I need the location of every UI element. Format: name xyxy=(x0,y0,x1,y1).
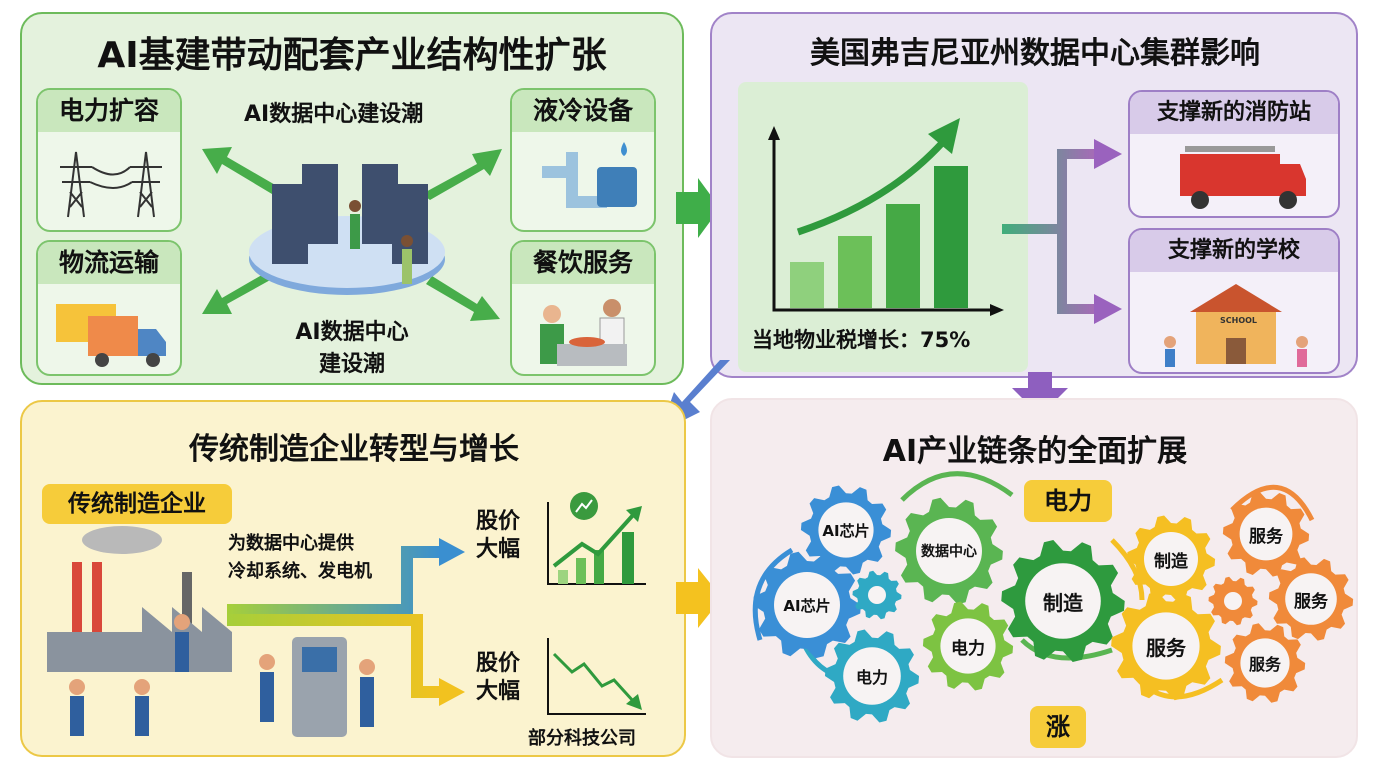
gear-icon xyxy=(852,570,902,620)
gear-ai-chip-1: AI芯片 xyxy=(800,484,892,576)
gear-ai-chip-2: AI芯片 xyxy=(752,550,862,660)
bar-3 xyxy=(886,204,920,308)
card-fire-station: 支撑新的消防站 xyxy=(1128,90,1340,218)
bar-4 xyxy=(934,166,968,308)
machine-worker-icon xyxy=(259,637,375,737)
split-arrows-icon xyxy=(227,538,465,706)
gear-service-3: 服务 xyxy=(1224,622,1306,704)
arrow-right-yellow-icon xyxy=(676,568,722,628)
server-racks-icon xyxy=(272,164,428,264)
tax-chart: 当地物业税增长：75% xyxy=(738,82,1028,372)
gear-icon xyxy=(1126,515,1216,603)
gear-manufacturing-center: 制造 xyxy=(1000,538,1126,664)
data-center-illustration xyxy=(202,147,502,321)
gear-small-orange xyxy=(1208,576,1258,626)
center-label-bottom-line2: 建设潮 xyxy=(318,352,385,377)
supply-description: 为数据中心提供 冷却系统、发电机 xyxy=(228,530,372,586)
stock-down-line2: 大幅 xyxy=(476,679,521,704)
power-tower-icon xyxy=(60,151,162,218)
factory-icon xyxy=(47,526,232,736)
traditional-enterprise-tag: 传统制造企业 xyxy=(42,484,232,524)
tax-growth-caption: 当地物业税增长：75% xyxy=(752,328,971,352)
card-catering: 餐饮服务 xyxy=(510,240,656,376)
gear-power-green: 电力 xyxy=(922,600,1014,692)
center-label-bottom-line1: AI数据中心 xyxy=(295,320,409,345)
stock-down-line1: 股价 xyxy=(476,651,521,676)
gear-power-teal: 电力 xyxy=(824,628,920,724)
card-label: 液冷设备 xyxy=(512,90,654,132)
truck-icon xyxy=(56,304,166,367)
card-label: 物流运输 xyxy=(38,242,180,284)
arrow-down-purple-icon xyxy=(1012,372,1068,416)
manufacturing-panel: 传统制造企业转型与增长 传统制造企业 为数据中心提供 冷却系统、发电机 股价 大… xyxy=(20,400,686,757)
tech-companies-caption: 部分科技公司 xyxy=(528,728,636,749)
gear-service-1: 服务 xyxy=(1222,490,1310,578)
manufacturing-title: 传统制造企业转型与增长 xyxy=(189,432,519,467)
gear-service-yellow: 服务 xyxy=(1110,590,1222,702)
gear-data-center: 数据中心 xyxy=(894,496,1004,606)
infra-panel: AI基建带动配套产业结构性扩张 电力扩容 液冷设备 物流运输 餐饮服务 xyxy=(20,12,684,385)
stock-up-chart-icon xyxy=(547,492,646,585)
gear-icon xyxy=(1268,557,1354,641)
gear-service-2: 服务 xyxy=(1268,556,1354,642)
center-label-bottom: AI数据中心 建设潮 xyxy=(282,314,422,378)
stock-down-label: 股价 大幅 xyxy=(476,650,520,706)
card-logistics: 物流运输 xyxy=(36,240,182,376)
virginia-panel: 美国弗吉尼亚州数据中心集群影响 当地物业税增长：75% 支撑新的消防站 支撑新的… xyxy=(710,12,1358,378)
card-label: 支撑新的消防站 xyxy=(1130,92,1338,134)
stock-up-label: 股价 大幅 xyxy=(476,508,520,564)
center-label-top: AI数据中心建设潮 xyxy=(244,102,424,127)
chain-panel: AI产业链条的全面扩展 电力 涨 AI芯片 AI芯片 电力 数据中心 电力 制造… xyxy=(710,398,1358,758)
rise-tag: 涨 xyxy=(1030,706,1086,748)
power-tag: 电力 xyxy=(1024,480,1112,522)
gear-icon xyxy=(895,497,1003,605)
gear-icon xyxy=(1208,576,1258,626)
school-icon xyxy=(1164,284,1308,367)
growth-bar-chart-icon xyxy=(768,118,1004,316)
stock-up-line1: 股价 xyxy=(476,509,521,534)
gear-icon xyxy=(1111,591,1221,701)
gear-icon xyxy=(824,629,920,723)
card-power: 电力扩容 xyxy=(36,88,182,232)
gear-small-teal xyxy=(852,570,902,620)
fire-truck-icon xyxy=(1180,146,1306,209)
gear-icon xyxy=(1222,491,1310,577)
infra-title: AI基建带动配套产业结构性扩张 xyxy=(97,35,607,76)
school-sign: SCHOOL xyxy=(1220,316,1258,325)
gear-icon xyxy=(1001,540,1125,662)
stock-up-line2: 大幅 xyxy=(476,537,521,562)
card-label: 餐饮服务 xyxy=(512,242,654,284)
gear-icon xyxy=(922,601,1014,691)
gear-icon xyxy=(1224,623,1306,703)
green-arrows xyxy=(202,147,502,321)
branch-arrow-icon xyxy=(1002,139,1122,324)
bar-2 xyxy=(838,236,872,308)
card-label: 支撑新的学校 xyxy=(1130,230,1338,272)
stock-down-chart-icon xyxy=(547,638,646,715)
virginia-title: 美国弗吉尼亚州数据中心集群影响 xyxy=(810,36,1260,71)
gear-icon xyxy=(800,485,892,575)
bar-1 xyxy=(790,262,824,308)
gear-icon xyxy=(753,551,861,659)
card-cooling: 液冷设备 xyxy=(510,88,656,232)
card-label: 电力扩容 xyxy=(38,90,180,132)
catering-icon xyxy=(540,299,627,366)
gear-manufacturing-yellow: 制造 xyxy=(1126,514,1216,604)
supply-description-line1: 为数据中心提供 xyxy=(228,533,354,554)
supply-description-line2: 冷却系统、发电机 xyxy=(228,561,372,582)
card-school: 支撑新的学校 SCHOOL xyxy=(1128,228,1340,374)
chain-title: AI产业链条的全面扩展 xyxy=(882,434,1188,469)
arrow-right-green-icon xyxy=(676,178,720,238)
liquid-cooling-icon xyxy=(542,142,637,208)
